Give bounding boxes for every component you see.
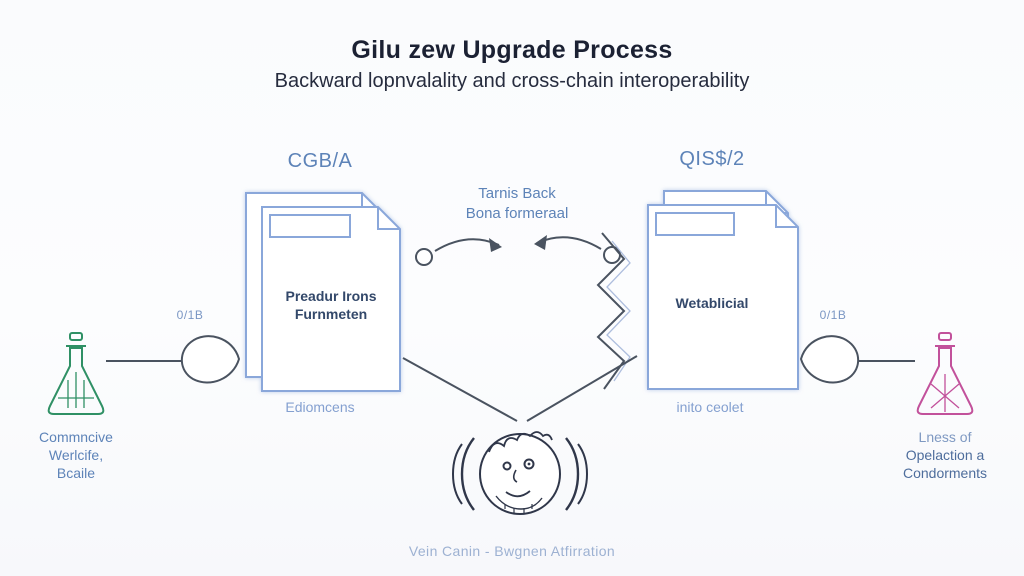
left-document-icon bbox=[245, 192, 401, 392]
right-caption-line1: Lness of bbox=[918, 429, 972, 445]
right-connector bbox=[799, 335, 915, 384]
transfer-arrows-icon bbox=[415, 235, 621, 266]
page-subtitle: Backward lopnvalality and cross-chain in… bbox=[274, 70, 750, 92]
green-flask-icon bbox=[47, 332, 105, 415]
right-caption-line3: Condorments bbox=[902, 465, 988, 481]
left-drop-icon bbox=[180, 335, 241, 384]
left-caption-line2: Werlcife, bbox=[48, 447, 104, 463]
left-document-caption: Ediomcens bbox=[285, 399, 355, 415]
center-note-line1: Tarnis Back bbox=[478, 185, 556, 202]
right-document-label: QIS$/2 bbox=[679, 148, 745, 170]
zigzag-line bbox=[596, 232, 631, 390]
right-caption-line2: Opelaction a bbox=[905, 447, 985, 463]
left-document-body-line1: Preadur Irons bbox=[285, 288, 377, 304]
page-title: Gilu zew Upgrade Process bbox=[351, 36, 673, 64]
center-note-line2: Bona formeraal bbox=[465, 205, 569, 222]
right-badge: 0/1B bbox=[819, 308, 847, 322]
funnel-lines bbox=[402, 355, 638, 422]
right-drop-icon bbox=[799, 335, 860, 384]
footer-caption: Vein Canin - Bwgnen Atfirration bbox=[408, 543, 616, 559]
left-badge: 0/1B bbox=[176, 308, 204, 322]
right-document-icon bbox=[647, 190, 799, 390]
left-document-body-line2: Furnmeten bbox=[294, 306, 368, 322]
left-document-label: CGB/A bbox=[287, 150, 353, 172]
left-connector bbox=[106, 335, 241, 384]
right-document-caption: inito ceolet bbox=[676, 399, 744, 415]
right-document-body: Wetablicial bbox=[675, 295, 749, 311]
left-caption-line1: Commncive bbox=[39, 429, 113, 445]
left-caption-line3: Bcaile bbox=[56, 465, 96, 481]
person-face-icon bbox=[452, 431, 588, 515]
pink-flask-icon bbox=[916, 332, 974, 415]
